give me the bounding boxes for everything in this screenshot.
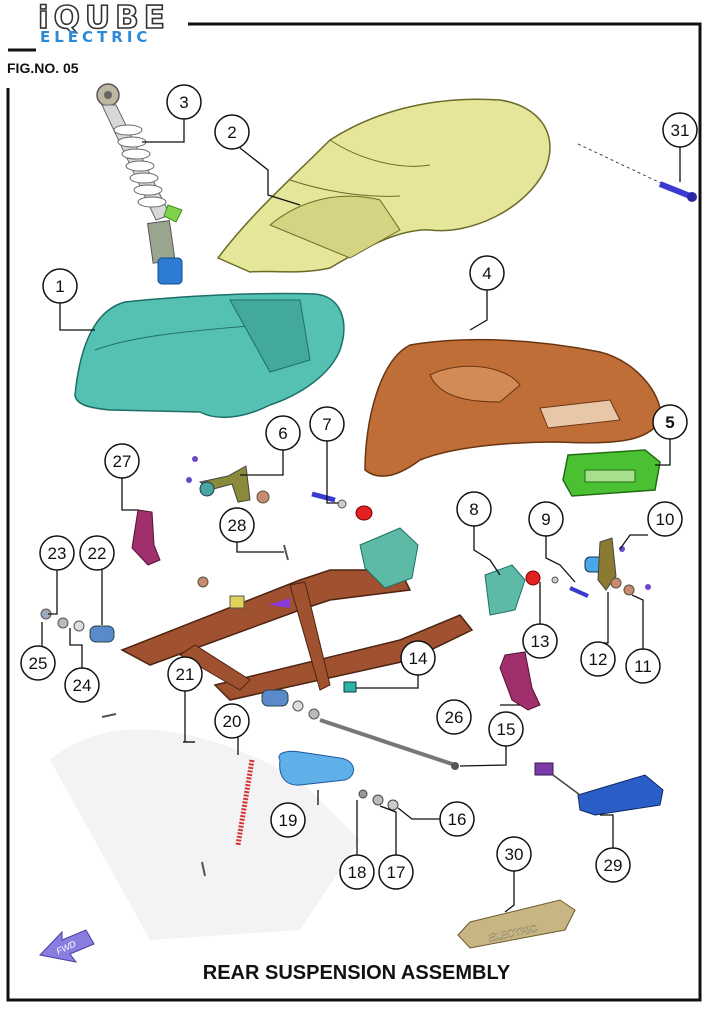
svg-text:1: 1 [55,277,64,296]
svg-text:12: 12 [589,650,608,669]
svg-text:21: 21 [176,665,195,684]
svg-text:24: 24 [73,676,92,695]
callout-5: 5 [652,404,688,440]
svg-text:11: 11 [634,657,652,676]
svg-text:26: 26 [445,708,464,727]
svg-text:10: 10 [656,510,675,529]
part-spring-20 [235,759,255,846]
callout-4: 4 [469,255,505,291]
callout-24: 24 [64,667,100,703]
callout-6: 6 [265,415,301,451]
svg-text:28: 28 [228,516,247,535]
svg-text:25: 25 [29,654,48,673]
svg-text:6: 6 [278,424,287,443]
callout-18: 18 [339,854,375,890]
callout-8: 8 [456,491,492,527]
callout-23: 23 [39,535,75,571]
border-frame [6,22,702,1002]
svg-text:27: 27 [113,452,132,471]
callout-22: 22 [79,535,115,571]
fwd-arrow: FWD [39,929,95,963]
part-axle-15 [261,689,459,770]
svg-text:23: 23 [48,544,67,563]
part-lamp-29 [534,762,664,816]
callout-2: 2 [214,114,250,150]
callout-13: 13 [522,623,558,659]
figure-number: FIG.NO. 05 [7,60,79,76]
brand-logo-line2: ELECTRIC [40,28,152,46]
callout-28: 28 [219,507,255,543]
svg-text:19: 19 [279,811,298,830]
brand-logo-line1: iQUBE [37,0,170,36]
callout-20: 20 [214,703,250,739]
svg-text:17: 17 [387,863,406,882]
part-swingarm-frame [120,527,526,701]
svg-text:20: 20 [223,712,242,731]
callout-31: 31 [662,112,698,148]
part-right-fittings [551,537,651,598]
part-bracket-6 [186,456,270,504]
svg-text:9: 9 [541,510,550,529]
part-clip-14 [343,681,357,693]
callout-26: 26 [436,699,472,735]
part-bracket-27 [131,509,161,566]
part-plate-19 [278,750,354,786]
svg-text:30: 30 [505,845,524,864]
callout-25: 25 [20,645,56,681]
callout-14: 14 [400,640,436,676]
diagram-title: REAR SUSPENSION ASSEMBLY [202,962,511,984]
callout-27: 27 [104,443,140,479]
svg-text:14: 14 [409,649,428,668]
callout-15: 15 [488,711,524,747]
part-bracket-26 [499,651,541,711]
callout-12: 12 [580,641,616,677]
callout-1: 1 [42,268,78,304]
part-cover-teal [74,292,345,419]
svg-text:16: 16 [448,810,467,829]
part-shock-absorber [96,83,183,285]
part-green-bracket [562,449,661,497]
part-emblem-30: ELECTRIC [457,899,576,949]
part-bolt-7 [311,491,373,521]
callout-10: 10 [647,501,683,537]
callout-11: 11 [625,648,661,684]
svg-text:8: 8 [469,500,478,519]
part-rear-panel [364,338,662,477]
callout-7: 7 [309,406,345,442]
svg-text:29: 29 [604,856,623,875]
callout-19: 19 [270,802,306,838]
callout-9: 9 [528,501,564,537]
callout-17: 17 [378,854,414,890]
callout-16: 16 [439,801,475,837]
callout-30: 30 [496,836,532,872]
background-silhouette [50,729,360,940]
svg-text:2: 2 [227,123,236,142]
svg-text:4: 4 [482,264,491,283]
callout-3: 3 [166,84,202,120]
part-nuts-16-18 [358,789,399,811]
svg-text:31: 31 [671,121,690,140]
svg-text:5: 5 [665,413,674,432]
svg-text:13: 13 [531,632,550,651]
svg-text:15: 15 [497,720,516,739]
svg-text:22: 22 [88,544,107,563]
callout-29: 29 [595,847,631,883]
svg-text:7: 7 [322,415,331,434]
callout-21: 21 [167,656,203,692]
svg-text:3: 3 [179,93,188,112]
part-bushing-13 [525,570,541,586]
part-spacers-left [40,576,209,643]
part-rear-mudguard [216,98,551,273]
svg-text:18: 18 [348,863,367,882]
part-bolt-31 [577,143,697,202]
